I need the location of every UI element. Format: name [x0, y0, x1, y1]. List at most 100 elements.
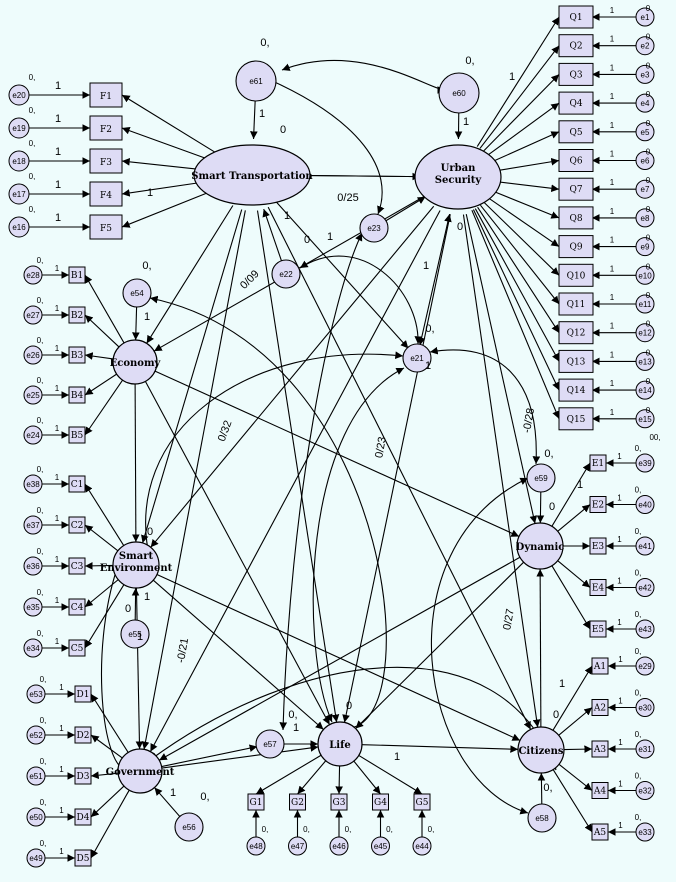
indicator-f3[interactable] — [89, 148, 123, 174]
error-e33[interactable] — [635, 822, 655, 842]
error-e12[interactable] — [635, 323, 655, 343]
error-e57[interactable] — [255, 729, 285, 759]
error-e47[interactable] — [288, 836, 307, 856]
error-e39[interactable] — [635, 453, 655, 473]
indicator-q14[interactable] — [558, 378, 594, 402]
error-e30[interactable] — [635, 698, 655, 717]
indicator-c4[interactable] — [68, 598, 86, 616]
indicator-e5[interactable] — [589, 620, 607, 638]
error-e38[interactable] — [23, 474, 43, 494]
error-e10[interactable] — [635, 265, 655, 285]
error-e25[interactable] — [23, 385, 43, 405]
error-e58[interactable] — [527, 803, 557, 833]
error-e45[interactable] — [371, 836, 390, 856]
indicator-q5[interactable] — [558, 120, 594, 144]
latent-citizens[interactable] — [517, 726, 565, 774]
error-e41[interactable] — [635, 536, 655, 556]
indicator-g4[interactable] — [372, 793, 389, 811]
error-e3[interactable] — [635, 64, 655, 84]
indicator-b4[interactable] — [68, 386, 86, 404]
indicator-q12[interactable] — [558, 321, 594, 345]
error-e26[interactable] — [23, 345, 43, 365]
error-e22[interactable] — [271, 259, 301, 289]
error-e44[interactable] — [412, 836, 432, 856]
error-e43[interactable] — [635, 619, 655, 639]
error-e40[interactable] — [635, 495, 655, 514]
error-e11[interactable] — [635, 294, 655, 314]
error-e56[interactable] — [174, 812, 204, 842]
error-e46[interactable] — [329, 836, 349, 856]
error-e21[interactable] — [402, 343, 432, 373]
latent-urban-security[interactable] — [414, 144, 502, 210]
error-e29[interactable] — [635, 656, 655, 676]
indicator-b2[interactable] — [68, 306, 86, 324]
indicator-q10[interactable] — [558, 263, 594, 287]
error-e61[interactable] — [235, 60, 277, 102]
error-e1[interactable] — [635, 7, 655, 27]
indicator-e1[interactable] — [589, 454, 607, 472]
indicator-e4[interactable] — [589, 579, 607, 596]
latent-smart-environment[interactable] — [112, 541, 160, 589]
error-e16[interactable] — [8, 216, 30, 238]
indicator-f2[interactable] — [89, 115, 123, 141]
error-e35[interactable] — [23, 597, 43, 617]
error-e7[interactable] — [635, 179, 655, 199]
error-e31[interactable] — [635, 739, 655, 759]
error-e15[interactable] — [635, 409, 655, 429]
indicator-q9[interactable] — [558, 235, 594, 259]
error-e51[interactable] — [26, 766, 46, 786]
indicator-d1[interactable] — [74, 685, 92, 703]
error-e34[interactable] — [23, 638, 43, 658]
indicator-q2[interactable] — [558, 34, 594, 58]
indicator-f4[interactable] — [89, 181, 123, 207]
error-e54[interactable] — [122, 278, 152, 308]
error-e49[interactable] — [26, 848, 46, 868]
indicator-a3[interactable] — [591, 740, 609, 758]
indicator-a5[interactable] — [591, 823, 609, 841]
error-e59[interactable] — [526, 463, 556, 493]
latent-government[interactable] — [117, 748, 163, 794]
indicator-d4[interactable] — [74, 808, 92, 826]
error-e4[interactable] — [635, 93, 655, 113]
error-e55[interactable] — [120, 619, 150, 649]
indicator-f5[interactable] — [89, 214, 123, 240]
error-e5[interactable] — [635, 122, 655, 142]
indicator-g1[interactable] — [247, 793, 265, 811]
indicator-c5[interactable] — [68, 639, 86, 657]
error-e8[interactable] — [635, 208, 655, 228]
latent-smart-transportation[interactable] — [193, 144, 311, 206]
indicator-q1[interactable] — [558, 5, 594, 29]
indicator-b1[interactable] — [68, 266, 86, 284]
error-e48[interactable] — [246, 836, 266, 856]
error-e52[interactable] — [26, 725, 46, 745]
indicator-c3[interactable] — [68, 557, 86, 575]
error-e9[interactable] — [635, 237, 655, 257]
indicator-a2[interactable] — [591, 699, 609, 716]
error-e37[interactable] — [23, 515, 43, 535]
error-e32[interactable] — [635, 781, 655, 800]
indicator-b5[interactable] — [68, 426, 86, 444]
latent-dynamic[interactable] — [516, 522, 564, 570]
error-e27[interactable] — [23, 305, 43, 325]
indicator-q7[interactable] — [558, 177, 594, 201]
indicator-q4[interactable] — [558, 91, 594, 115]
indicator-b3[interactable] — [68, 346, 86, 364]
error-e42[interactable] — [635, 578, 655, 597]
indicator-g2[interactable] — [289, 793, 306, 811]
indicator-c2[interactable] — [68, 516, 86, 534]
error-e23[interactable] — [359, 213, 389, 243]
indicator-d3[interactable] — [74, 767, 92, 785]
indicator-q6[interactable] — [558, 149, 594, 172]
error-e18[interactable] — [8, 150, 30, 172]
error-e20[interactable] — [8, 84, 30, 106]
error-e17[interactable] — [8, 183, 30, 205]
indicator-c1[interactable] — [68, 475, 86, 493]
error-e6[interactable] — [635, 151, 655, 170]
indicator-q13[interactable] — [558, 349, 594, 373]
indicator-d2[interactable] — [74, 726, 92, 744]
indicator-q11[interactable] — [558, 292, 594, 316]
error-e19[interactable] — [8, 117, 30, 139]
indicator-d5[interactable] — [74, 849, 92, 867]
indicator-q8[interactable] — [558, 206, 594, 230]
indicator-g3[interactable] — [330, 793, 348, 811]
